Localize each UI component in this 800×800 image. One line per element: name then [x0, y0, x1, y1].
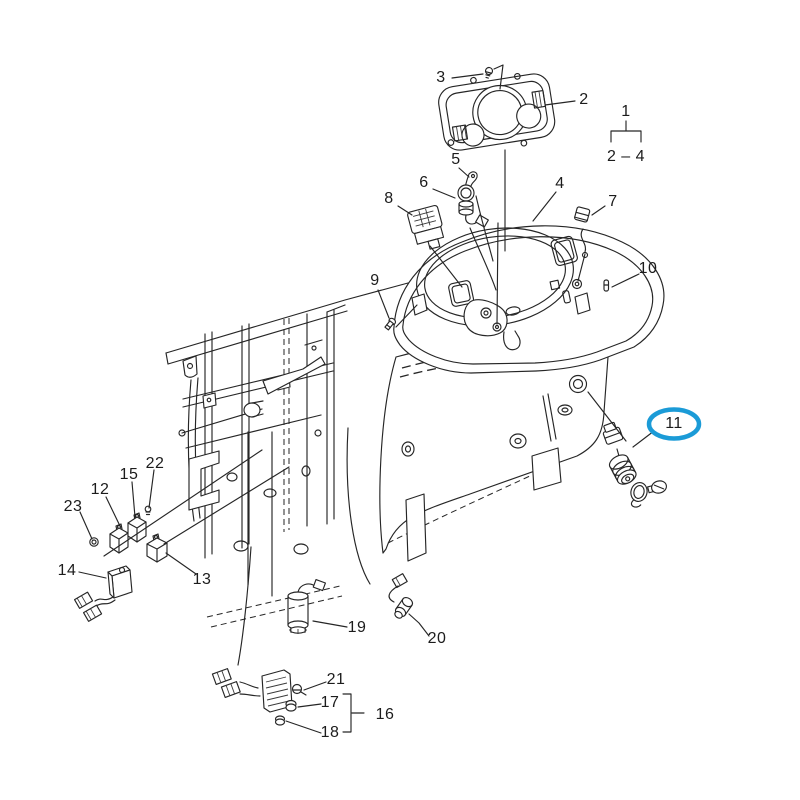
ignition-mount-hole	[570, 376, 587, 393]
flasher-part-19	[288, 580, 325, 634]
relay-part-12	[110, 524, 128, 553]
switch-cap	[627, 481, 649, 509]
cowl-left-leg	[406, 494, 426, 561]
callout-23[interactable]: 23	[63, 498, 83, 515]
callout-21[interactable]: 21	[326, 671, 346, 688]
leader-lines	[79, 65, 654, 733]
cowl-right-tab	[532, 448, 561, 490]
callout-7[interactable]: 7	[608, 193, 618, 210]
frame-structure	[166, 283, 408, 627]
callout-10[interactable]: 10	[638, 260, 658, 277]
nut-part-17	[286, 701, 296, 712]
ignition-switch-assembly	[601, 421, 668, 509]
instrument-cluster	[435, 66, 557, 158]
callout-1[interactable]: 1	[621, 103, 631, 120]
callout-15[interactable]: 15	[119, 466, 139, 483]
callout-19[interactable]: 19	[347, 619, 367, 636]
pin-part-10	[604, 280, 609, 291]
key-switch-body	[607, 452, 638, 487]
relay-part-13	[147, 534, 167, 562]
callout-11-highlighted[interactable]: 11	[665, 415, 683, 432]
callout-3[interactable]: 3	[436, 69, 446, 86]
screw-part-3	[484, 67, 493, 79]
callout-17[interactable]: 17	[320, 694, 340, 711]
nut-part-23	[90, 538, 98, 546]
nut-part-18	[276, 716, 285, 725]
key-knob	[647, 479, 668, 495]
callout-13[interactable]: 13	[192, 571, 212, 588]
control-box-part-14	[75, 566, 132, 621]
screw-part-21	[293, 685, 302, 694]
callout-22[interactable]: 22	[145, 455, 165, 472]
callout-6[interactable]: 6	[419, 174, 429, 191]
callout-20[interactable]: 20	[427, 630, 447, 647]
callout-2[interactable]: 2	[579, 91, 589, 108]
dash-bezel	[394, 217, 664, 373]
relay-part-15	[128, 513, 146, 542]
callout-8[interactable]: 8	[384, 190, 394, 207]
wire-lead-part-20	[389, 574, 414, 621]
screw-part-9	[384, 317, 397, 331]
callout-range-2-4: 2 – 4	[606, 148, 646, 165]
right-gauge	[515, 102, 542, 129]
highlight-ellipse-part-11	[649, 410, 699, 439]
callout-5[interactable]: 5	[451, 151, 461, 168]
callout-4[interactable]: 4	[555, 175, 565, 192]
callout-18[interactable]: 18	[320, 724, 340, 741]
callout-12[interactable]: 12	[90, 481, 110, 498]
callout-14[interactable]: 14	[57, 562, 77, 579]
callout-16[interactable]: 16	[375, 706, 395, 723]
callout-9[interactable]: 9	[370, 272, 380, 289]
control-unit-part-16-group	[212, 669, 306, 725]
